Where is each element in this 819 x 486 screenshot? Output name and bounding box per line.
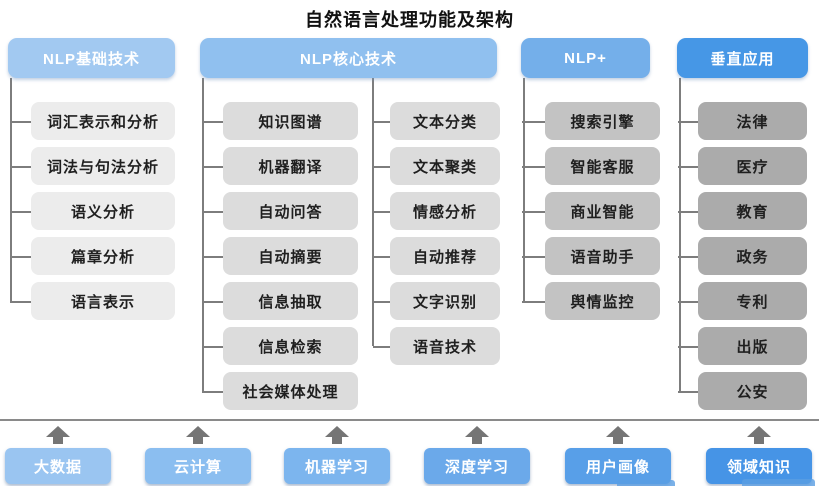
up-arrow-icon xyxy=(747,426,771,444)
item-box: 政务 xyxy=(678,237,807,275)
connector-line xyxy=(679,78,681,391)
item-box: 词汇表示和分析 xyxy=(10,102,175,140)
column-vertical-apps: 垂直应用 法律 医疗 教育 政务 专利 出版 公安 xyxy=(677,38,808,410)
column-header-nlp-basics: NLP基础技术 xyxy=(8,38,175,78)
foundation-unit: 机器学习 xyxy=(284,426,390,484)
item-box: 词法与句法分析 xyxy=(10,147,175,185)
item-box: 自动推荐 xyxy=(373,237,500,275)
item-box: 专利 xyxy=(678,282,807,320)
item-box: 法律 xyxy=(678,102,807,140)
foundation-unit: 领域知识 xyxy=(706,426,812,484)
column-nlp-core: NLP核心技术 知识图谱 机器翻译 自动问答 自动摘要 信息抽取 信息检索 社会… xyxy=(200,38,500,410)
up-arrow-icon xyxy=(186,426,210,444)
up-arrow-icon xyxy=(606,426,630,444)
foundation-unit: 大数据 xyxy=(5,426,111,484)
connector-line xyxy=(202,78,204,391)
item-box: 自动摘要 xyxy=(202,237,358,275)
nlp-core-right-list: 文本分类 文本聚类 情感分析 自动推荐 文字识别 语音技术 xyxy=(373,102,500,365)
item-box: 信息抽取 xyxy=(202,282,358,320)
foundation-box: 用户画像 xyxy=(565,448,671,484)
watermark-fragment xyxy=(617,480,675,486)
item-box: 舆情监控 xyxy=(522,282,660,320)
item-box: 文本聚类 xyxy=(373,147,500,185)
item-box: 文字识别 xyxy=(373,282,500,320)
item-box: 商业智能 xyxy=(522,192,660,230)
foundation-box: 大数据 xyxy=(5,448,111,484)
item-box: 语音技术 xyxy=(373,327,500,365)
item-box: 公安 xyxy=(678,372,807,410)
foundation-box: 深度学习 xyxy=(424,448,530,484)
column-nlp-plus: NLP+ 搜索引擎 智能客服 商业智能 语音助手 舆情监控 xyxy=(521,38,660,320)
foundation-box: 领域知识 xyxy=(706,448,812,484)
item-box: 知识图谱 xyxy=(202,102,358,140)
foundation-box: 云计算 xyxy=(145,448,251,484)
item-box: 搜索引擎 xyxy=(522,102,660,140)
up-arrow-icon xyxy=(46,426,70,444)
column-header-nlp-plus: NLP+ xyxy=(521,38,650,78)
item-box: 医疗 xyxy=(678,147,807,185)
column-header-vertical-apps: 垂直应用 xyxy=(677,38,808,78)
item-box: 智能客服 xyxy=(522,147,660,185)
item-box: 语言表示 xyxy=(10,282,175,320)
connector-line xyxy=(10,78,12,301)
item-box: 信息检索 xyxy=(202,327,358,365)
item-box: 自动问答 xyxy=(202,192,358,230)
foundation-unit: 云计算 xyxy=(145,426,251,484)
item-box: 出版 xyxy=(678,327,807,365)
item-box: 篇章分析 xyxy=(10,237,175,275)
nlp-core-left-list: 知识图谱 机器翻译 自动问答 自动摘要 信息抽取 信息检索 社会媒体处理 xyxy=(202,102,358,410)
item-box: 机器翻译 xyxy=(202,147,358,185)
separator-line xyxy=(0,419,819,421)
item-box: 情感分析 xyxy=(373,192,500,230)
page-title: 自然语言处理功能及架构 xyxy=(305,10,514,30)
up-arrow-icon xyxy=(465,426,489,444)
watermark-fragment xyxy=(742,479,815,486)
connector-line xyxy=(523,78,525,301)
item-box: 社会媒体处理 xyxy=(202,372,358,410)
foundation-box: 机器学习 xyxy=(284,448,390,484)
foundation-unit: 用户画像 xyxy=(565,426,671,484)
item-box: 文本分类 xyxy=(373,102,500,140)
up-arrow-icon xyxy=(325,426,349,444)
foundation-unit: 深度学习 xyxy=(424,426,530,484)
item-box: 语音助手 xyxy=(522,237,660,275)
item-box: 语义分析 xyxy=(10,192,175,230)
item-box: 教育 xyxy=(678,192,807,230)
column-nlp-basics: NLP基础技术 词汇表示和分析 词法与句法分析 语义分析 篇章分析 语言表示 xyxy=(8,38,175,320)
column-header-nlp-core: NLP核心技术 xyxy=(200,38,497,78)
